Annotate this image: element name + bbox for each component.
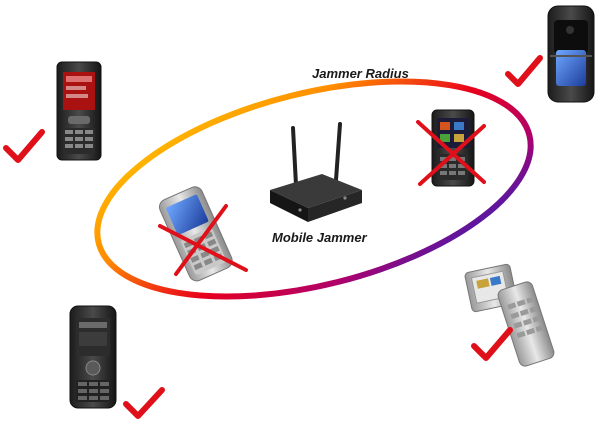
check-icon <box>505 55 543 87</box>
phone-top-left <box>56 61 102 161</box>
cross-icon <box>416 120 486 186</box>
jammer-device <box>270 122 362 222</box>
check-icon <box>471 327 513 361</box>
phone-inside-right <box>431 109 475 187</box>
phone-bottom-left <box>69 305 117 409</box>
jammer-radius-ring <box>94 78 534 300</box>
phone-top-right <box>547 5 595 103</box>
jammer-radius-label: Jammer Radius <box>312 66 409 81</box>
phone-bottom-right <box>464 263 555 367</box>
mobile-jammer-label: Mobile Jammer <box>272 230 367 245</box>
check-icon <box>123 387 165 419</box>
check-icon <box>3 129 45 163</box>
cross-icon <box>158 204 248 276</box>
phone-inside-left <box>158 186 233 282</box>
